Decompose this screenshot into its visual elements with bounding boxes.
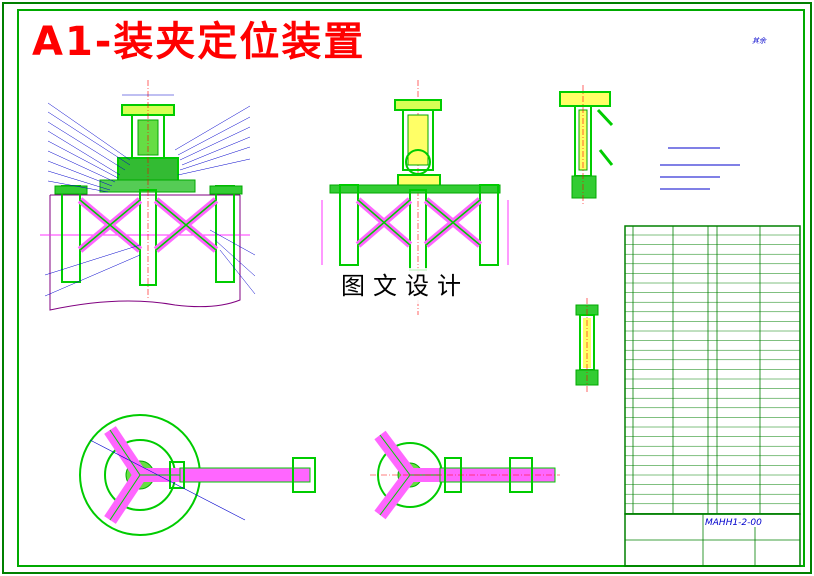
drawing-title: A1-装夹定位装置 <box>32 19 366 65</box>
technical-notes <box>660 147 740 190</box>
inner-frame <box>17 9 805 567</box>
section-b-view <box>370 430 560 520</box>
drawing-code: MAHH1-2-00 <box>705 518 762 528</box>
side-view <box>321 80 509 315</box>
sheet-stamp: 其余 <box>752 38 766 45</box>
main-section-view <box>40 80 256 311</box>
section-a-view <box>79 414 316 536</box>
detail-c-view <box>559 85 614 205</box>
detail-d-view <box>575 298 599 392</box>
parts-list-table <box>624 225 801 567</box>
watermark: 图文设计 <box>330 268 480 304</box>
